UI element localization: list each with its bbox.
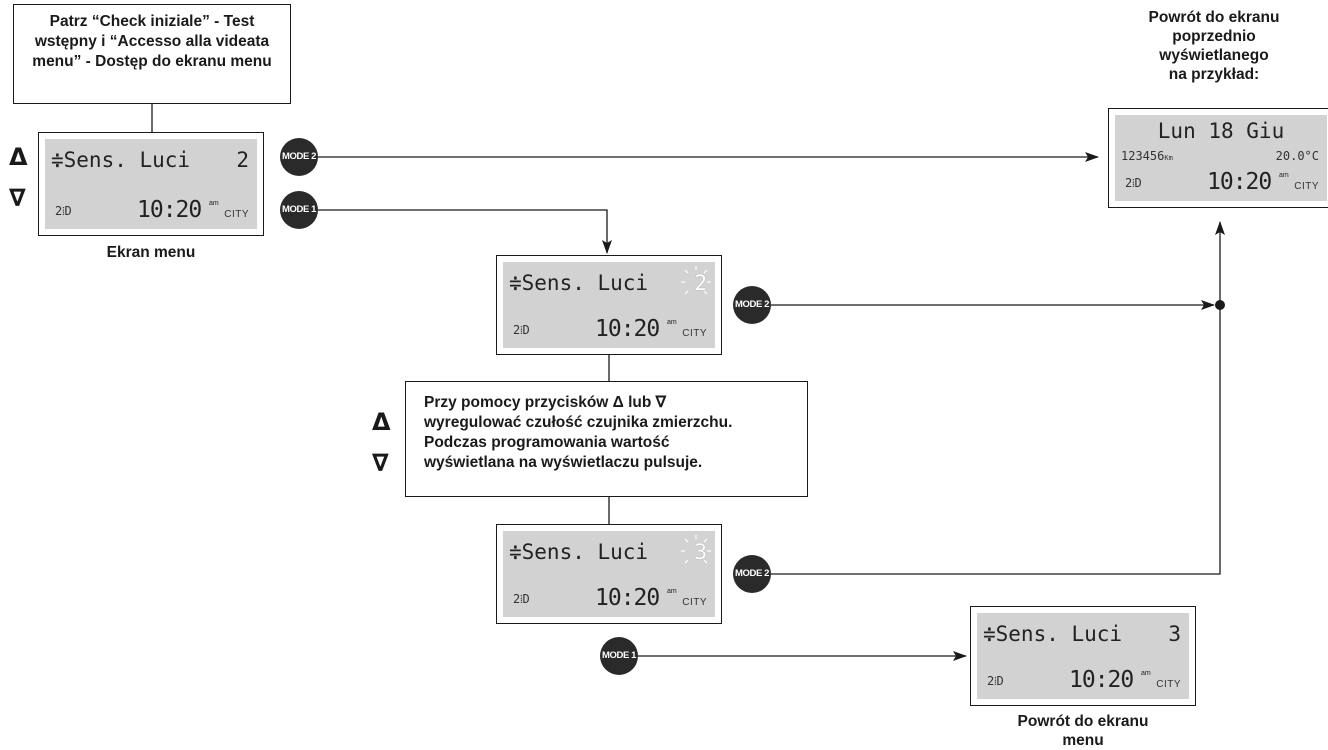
lcd-ampm: am xyxy=(1141,670,1151,677)
lcd-edit-screen-2: ≑Sens. Luci 3 2⁞D 10:20 am CITY xyxy=(496,524,722,624)
note-line: wyświetlana na wyświetlaczu pulsuje. xyxy=(424,454,703,471)
lcd-result-screen: ≑Sens. Luci 3 2⁞D 10:20 am CITY xyxy=(970,606,1196,706)
odometer-value: 123456 xyxy=(1121,149,1165,163)
lcd-display: Lun 18 Giu 123456Km 20.0°C 2⁞D 10:20 am … xyxy=(1115,115,1327,201)
note-see-check-initial: Patrz “Check iniziale” - Test wstępny i … xyxy=(13,4,291,104)
caption-return-previous: Powrót do ekranu poprzednio wyświetlaneg… xyxy=(1114,8,1314,84)
lcd-menu-item: ≑Sens. Luci xyxy=(983,622,1123,646)
down-triangle-icon: ∇ xyxy=(372,449,389,477)
blink-rays-icon xyxy=(681,535,711,564)
lcd-clock: 10:20 xyxy=(1069,667,1134,693)
lcd-clock: 10:20 xyxy=(595,316,660,342)
lcd-menu-item: ≑Sens. Luci xyxy=(509,540,649,564)
gear-indicator: 2⁞D xyxy=(1125,176,1142,190)
gear-indicator: 2⁞D xyxy=(513,323,530,337)
lcd-ampm: am xyxy=(667,588,677,595)
lcd-drive-mode: CITY xyxy=(224,209,249,220)
gear-indicator: 2⁞D xyxy=(55,204,72,218)
caption-line: menu xyxy=(1062,732,1104,749)
caption-line: poprzednio xyxy=(1172,28,1256,45)
note-line: Podczas programowania wartość xyxy=(424,434,670,451)
mode2-button[interactable]: MODE 2 xyxy=(733,555,771,593)
lcd-clock: 10:20 xyxy=(1207,169,1272,195)
lcd-value: 2 xyxy=(236,148,249,172)
lcd-value-blinking: 3 xyxy=(694,540,707,564)
note-line: menu” - Dostęp do ekranu menu xyxy=(32,53,272,70)
lcd-edit-screen-1: ≑Sens. Luci 2 2⁞D 10:20 am CITY xyxy=(496,255,722,355)
caption-line: Ekran menu xyxy=(106,244,196,261)
caption-line: Powrót do ekranu xyxy=(1017,713,1149,730)
lcd-clock: 10:20 xyxy=(137,197,202,223)
caption-line: na przykład: xyxy=(1168,66,1260,83)
lcd-date: Lun 18 Giu xyxy=(1157,119,1285,143)
lcd-menu-screen: ≑Sens. Luci 2 2⁞D 10:20 am CITY xyxy=(38,132,264,236)
lcd-drive-mode: CITY xyxy=(1156,679,1181,690)
caption-menu-screen: Ekran menu xyxy=(38,243,264,262)
mode1-button[interactable]: MODE 1 xyxy=(280,191,318,229)
lcd-clock: 10:20 xyxy=(595,585,660,611)
lcd-display: ≑Sens. Luci 3 2⁞D 10:20 am CITY xyxy=(977,613,1189,699)
lcd-drive-mode: CITY xyxy=(682,597,707,608)
lcd-display: ≑Sens. Luci 2 2⁞D 10:20 am CITY xyxy=(45,139,257,229)
note-adjust-sensitivity: Przy pomocy przycisków Δ lub ∇ wyregulow… xyxy=(405,381,808,497)
gear-indicator: 2⁞D xyxy=(987,674,1004,688)
lcd-display: ≑Sens. Luci 2 2⁞D 10:20 am CITY xyxy=(503,262,715,348)
caption-return-menu: Powrót do ekranu menu xyxy=(970,712,1196,750)
lcd-drive-mode: CITY xyxy=(682,328,707,339)
down-triangle-icon: ∇ xyxy=(9,184,26,212)
lcd-value: 3 xyxy=(1168,622,1181,646)
lcd-menu-item: ≑Sens. Luci xyxy=(51,148,191,172)
mode2-button[interactable]: MODE 2 xyxy=(280,138,318,176)
lcd-drive-mode: CITY xyxy=(1294,181,1319,192)
odometer: 123456Km xyxy=(1121,149,1173,163)
lcd-display: ≑Sens. Luci 3 2⁞D 10:20 am CITY xyxy=(503,531,715,617)
caption-line: Powrót do ekranu xyxy=(1148,9,1280,26)
lcd-ampm: am xyxy=(209,200,219,207)
up-triangle-icon: Δ xyxy=(9,143,28,171)
lcd-menu-item: ≑Sens. Luci xyxy=(509,271,649,295)
note-line: wstępny i “Accesso alla videata xyxy=(34,33,270,50)
outside-temperature: 20.0°C xyxy=(1275,149,1319,163)
lcd-ampm: am xyxy=(1279,172,1289,179)
lcd-value-blinking: 2 xyxy=(694,271,707,295)
note-line: Patrz “Check iniziale” - Test xyxy=(49,13,255,30)
note-line: Przy pomocy przycisków Δ lub ∇ xyxy=(424,394,667,411)
lcd-ampm: am xyxy=(667,319,677,326)
caption-line: wyświetlanego xyxy=(1159,47,1269,64)
mode2-button[interactable]: MODE 2 xyxy=(733,286,771,324)
lcd-previous-screen: Lun 18 Giu 123456Km 20.0°C 2⁞D 10:20 am … xyxy=(1108,108,1328,208)
blink-rays-icon xyxy=(681,266,711,295)
mode1-button[interactable]: MODE 1 xyxy=(600,637,638,675)
note-line: wyregulować czułość czujnika zmierzchu. xyxy=(424,414,733,431)
odometer-unit: Km xyxy=(1164,154,1173,162)
up-triangle-icon: Δ xyxy=(372,408,391,436)
gear-indicator: 2⁞D xyxy=(513,592,530,606)
junction-dot xyxy=(1215,300,1225,310)
